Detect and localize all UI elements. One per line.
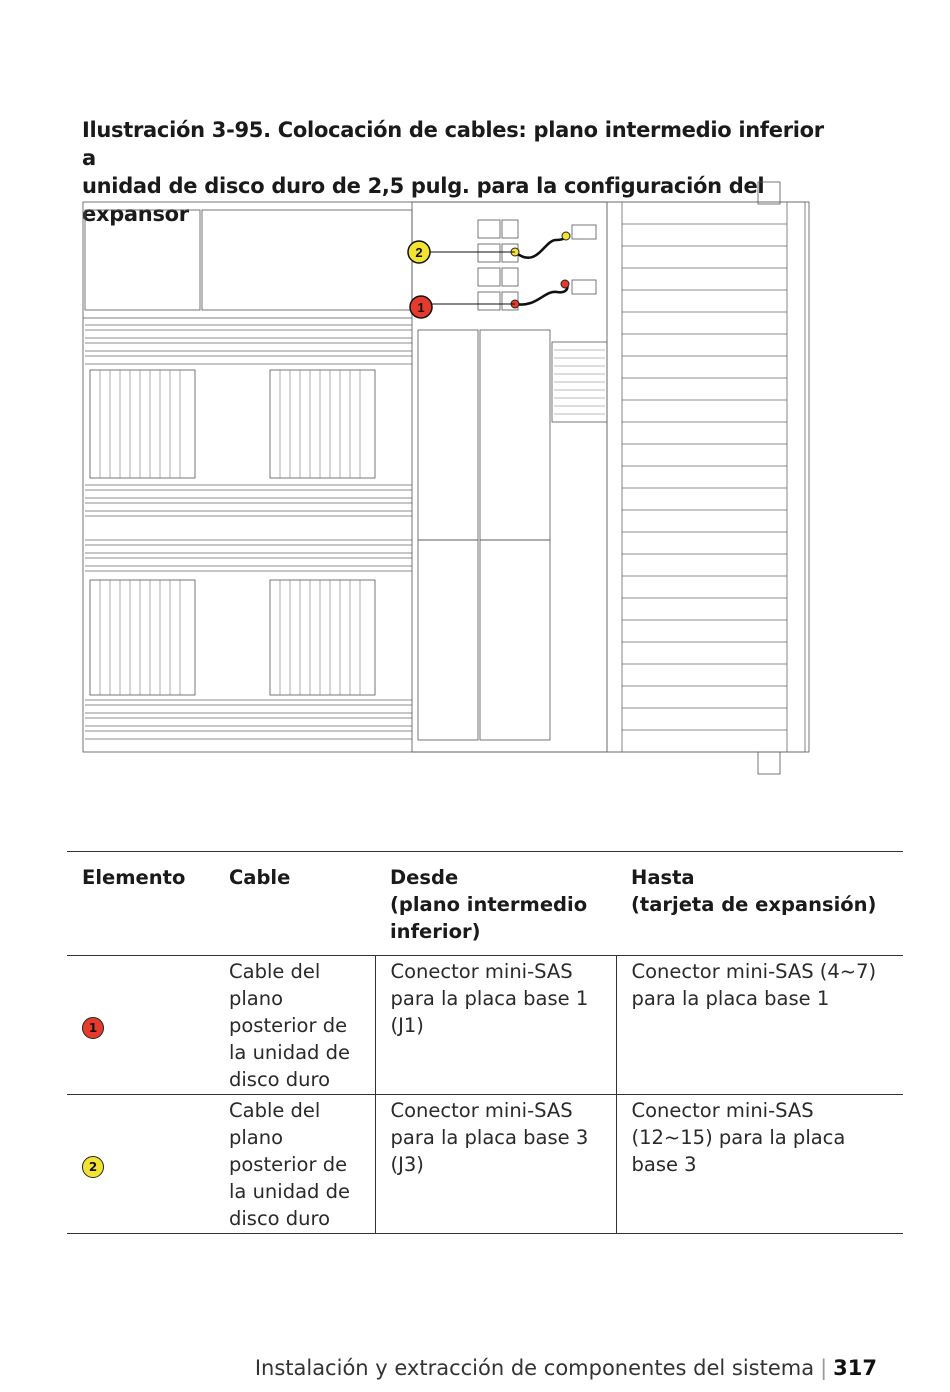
from-line: para la placa base 1	[390, 987, 589, 1010]
header-to-line-1: Hasta	[631, 866, 695, 889]
from-line: para la placa base 3	[390, 1126, 589, 1149]
cable-line: posterior de	[229, 1153, 348, 1176]
dimm-slots-upper	[85, 324, 412, 740]
callout-2-badge: 2	[82, 1156, 104, 1178]
cable-line: disco duro	[229, 1207, 331, 1230]
cable-line: posterior de	[229, 1014, 348, 1037]
cable-line: la unidad de	[229, 1041, 350, 1064]
from-cell: Conector mini-SAS para la placa base 3 (…	[375, 1094, 617, 1234]
caption-line-1: Ilustración 3-95. Colocación de cables: …	[82, 118, 824, 170]
cable-line: la unidad de	[229, 1180, 350, 1203]
to-line: para la placa base 1	[631, 987, 830, 1010]
header-cable: Cable	[214, 851, 375, 956]
figure-caption: Ilustración 3-95. Colocación de cables: …	[82, 116, 842, 228]
to-cell: Conector mini-SAS (12~15) para la placa …	[616, 1094, 903, 1234]
to-cell: Conector mini-SAS (4~7) para la placa ba…	[616, 955, 903, 1095]
header-item: Elemento	[67, 851, 214, 956]
cable-line: Cable del	[229, 960, 321, 983]
to-line: Conector mini-SAS (4~7)	[631, 960, 877, 983]
midplane-area	[411, 201, 608, 753]
cables	[514, 233, 569, 306]
callout-2-label: 2	[415, 245, 422, 260]
caption-line-2: unidad de disco duro de 2,5 pulg. para l…	[82, 174, 765, 226]
server-chassis-diagram: 2 1	[82, 181, 810, 775]
callout-1-label: 1	[417, 300, 424, 315]
from-line: (J3)	[390, 1153, 424, 1176]
from-line: Conector mini-SAS	[390, 1099, 573, 1122]
header-from-line-2: (plano intermedio	[390, 893, 588, 916]
cable-line: plano	[229, 1126, 284, 1149]
footer-section-title: Instalación y extracción de componentes …	[254, 1356, 815, 1380]
item-cell: 2	[67, 1094, 214, 1234]
cpu-heatsinks	[89, 369, 376, 696]
from-cell: Conector mini-SAS para la placa base 1 (…	[375, 955, 617, 1095]
cable-cell: Cable del plano posterior de la unidad d…	[214, 955, 376, 1095]
header-from-line-3: inferior)	[390, 920, 481, 943]
callout-2: 2	[407, 240, 431, 264]
cable-table: Elemento Cable Desde (plano intermedio i…	[67, 851, 903, 1234]
to-line: base 3	[631, 1153, 697, 1176]
table-header-row: Elemento Cable Desde (plano intermedio i…	[67, 851, 903, 956]
callout-1-badge: 1	[82, 1017, 104, 1039]
table-row: 2 Cable del plano posterior de la unidad…	[67, 1094, 903, 1234]
cable-line: plano	[229, 987, 284, 1010]
to-line: Conector mini-SAS	[631, 1099, 814, 1122]
callout-1: 1	[409, 295, 433, 319]
drive-bays	[606, 201, 806, 753]
header-to-line-2: (tarjeta de expansión)	[631, 893, 877, 916]
header-from: Desde (plano intermedio inferior)	[375, 851, 616, 956]
header-from-line-1: Desde	[390, 866, 459, 889]
page-footer: Instalación y extracción de componentes …	[255, 1356, 877, 1380]
footer-separator: |	[820, 1356, 828, 1380]
cable-cell: Cable del plano posterior de la unidad d…	[214, 1094, 376, 1234]
to-line: (12~15) para la placa	[631, 1126, 846, 1149]
page-number: 317	[833, 1356, 877, 1380]
from-line: (J1)	[390, 1014, 424, 1037]
item-cell: 1	[67, 955, 214, 1095]
cable-line: disco duro	[229, 1068, 331, 1091]
from-line: Conector mini-SAS	[390, 960, 573, 983]
table-row: 1 Cable del plano posterior de la unidad…	[67, 955, 903, 1095]
header-to: Hasta (tarjeta de expansión)	[616, 851, 903, 956]
cable-line: Cable del	[229, 1099, 321, 1122]
